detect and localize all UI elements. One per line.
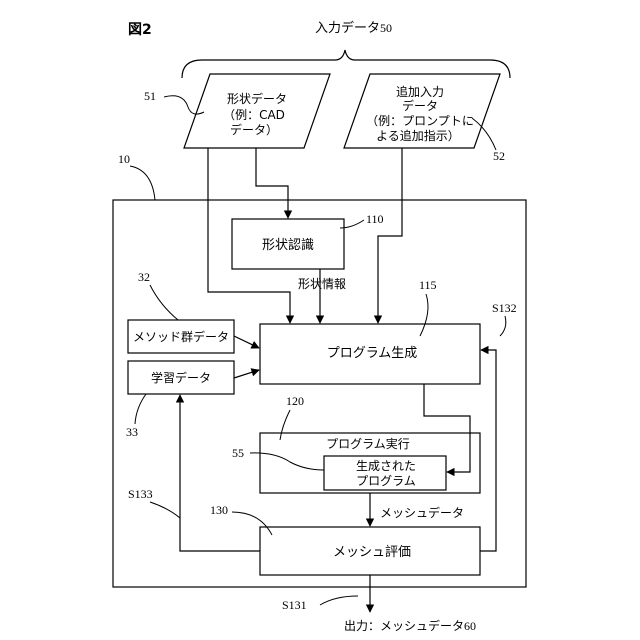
- arrow-method-data-to-program-generation: [234, 336, 259, 348]
- program-execution-label: プログラム実行: [326, 436, 410, 451]
- generated-program-ref: 55: [232, 446, 244, 460]
- shape-data-ref: 51: [144, 89, 156, 103]
- generated-program-line2: プログラム: [356, 474, 416, 488]
- system-ref: 10: [118, 152, 130, 166]
- step-s131-leader: [320, 596, 358, 605]
- shape-data-line3: データ）: [230, 122, 278, 137]
- additional-input-line2: データ: [402, 98, 438, 113]
- program-generation-ref: 115: [419, 278, 437, 292]
- shape-data-line2: （例：CAD: [223, 108, 285, 122]
- arrow-mesh-evaluation-to-learning-data: [180, 395, 260, 551]
- mesh-data-label: メッシュデータ: [380, 505, 464, 520]
- additional-input-line1: 追加入力: [396, 84, 444, 99]
- learning-data-leader: [135, 394, 146, 424]
- step-s133: S133: [128, 487, 153, 501]
- mesh-evaluation-ref: 130: [210, 503, 228, 517]
- shape-recognition-label: 形状認識: [262, 237, 314, 253]
- step-s132: S132: [492, 301, 517, 315]
- input-data-label: 入力データ50: [315, 20, 392, 36]
- additional-input-line3: （例：プロンプトに: [366, 114, 474, 128]
- method-group-data-ref: 32: [138, 270, 150, 284]
- arrow-additional-input-to-program-generation: [378, 148, 402, 323]
- input-data-ref: 50: [380, 21, 392, 35]
- mesh-evaluation-label: メッシュ評価: [333, 545, 411, 560]
- step-s133-leader: [150, 502, 180, 518]
- arrow-learning-data-to-program-generation: [234, 370, 259, 378]
- output-label: 出力：メッシュデータ60: [344, 618, 476, 633]
- step-s132-leader: [500, 316, 506, 336]
- step-s131: S131: [282, 598, 307, 612]
- generated-program-line1: 生成された: [356, 459, 416, 473]
- system-leader: [130, 166, 155, 200]
- arrow-mesh-evaluation-to-program-generation: [480, 350, 496, 551]
- shape-info-label: 形状情報: [298, 277, 346, 291]
- shape-data-line1: 形状データ: [227, 91, 287, 106]
- learning-data-ref: 33: [126, 425, 138, 439]
- output-label-text: 出力：メッシュデータ: [344, 618, 464, 633]
- input-data-label-text: 入力データ: [315, 20, 380, 36]
- figure-label: 図2: [128, 22, 152, 38]
- program-generation-label: プログラム生成: [327, 346, 418, 361]
- shape-recognition-ref: 110: [366, 212, 384, 226]
- arrow-shape-data-to-shape-recognition: [256, 148, 288, 218]
- method-group-data-label: メソッド群データ: [133, 329, 229, 344]
- program-execution-ref: 120: [286, 394, 304, 408]
- additional-input-line4: よる追加指示）: [376, 128, 460, 143]
- output-ref: 60: [464, 619, 476, 633]
- method-group-data-leader: [150, 285, 178, 320]
- learning-data-label: 学習データ: [151, 370, 211, 385]
- additional-input-ref: 52: [493, 149, 505, 163]
